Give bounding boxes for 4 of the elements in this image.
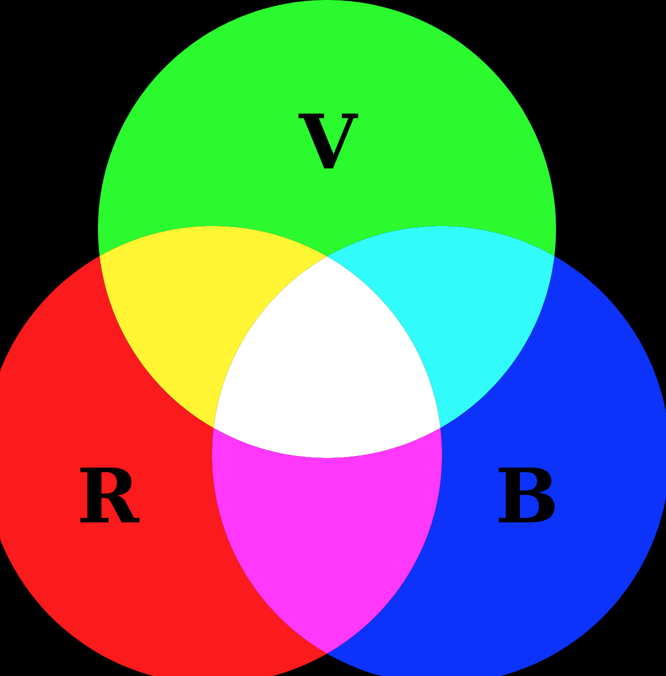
- overlap-region: [100, 226, 327, 428]
- overlap-region: [212, 428, 442, 654]
- overlap-region: [327, 226, 554, 428]
- overlap-region: [214, 256, 440, 458]
